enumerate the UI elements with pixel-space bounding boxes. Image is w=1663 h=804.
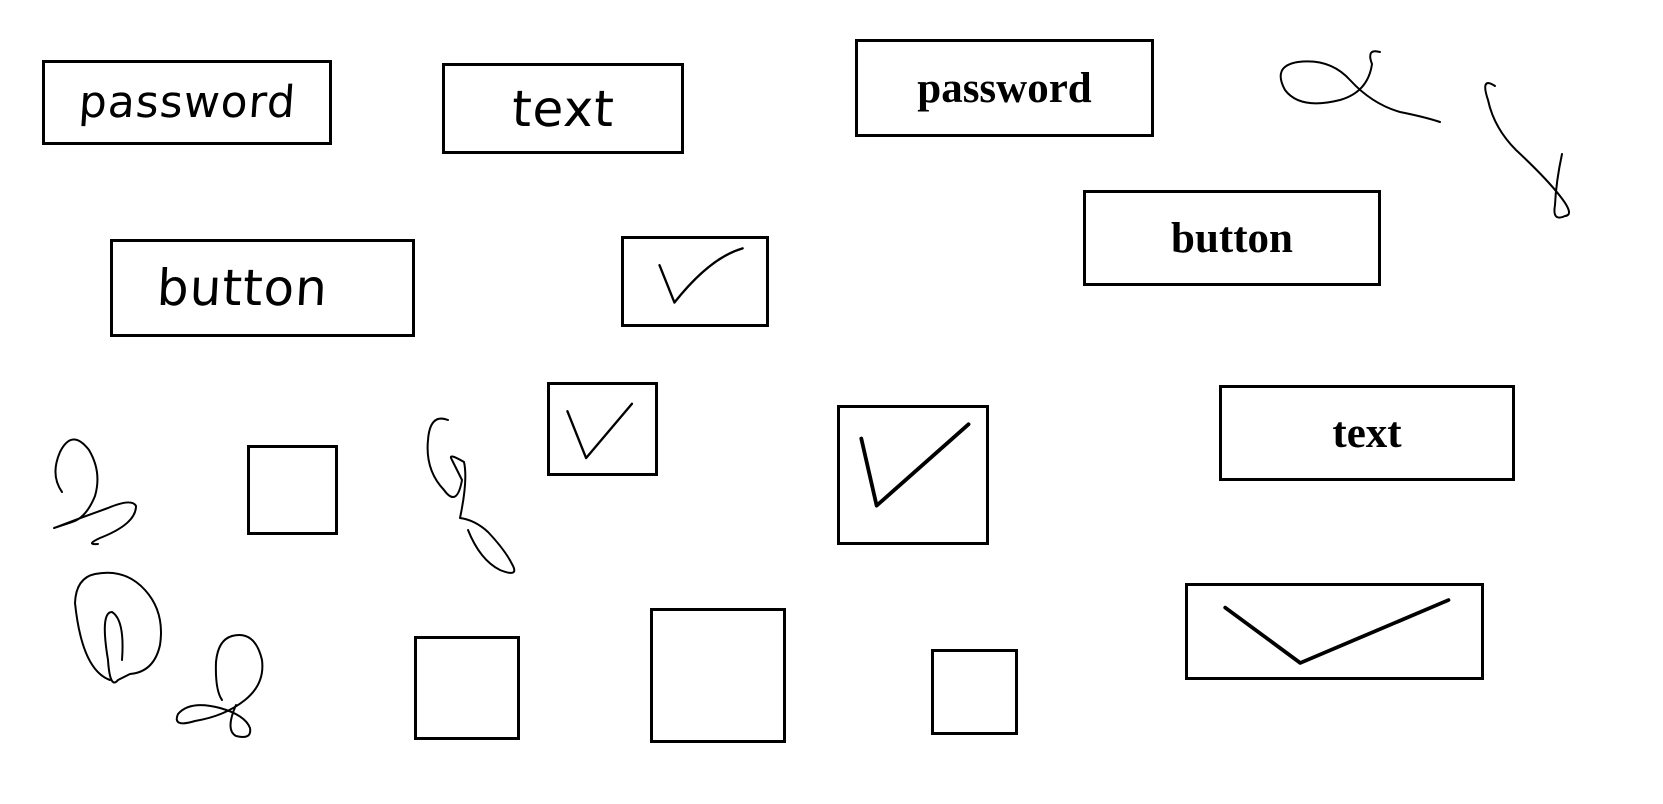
text-field-label: text [510, 79, 616, 138]
checkmark-icon [1223, 598, 1451, 665]
scribble-loop-icon [53, 438, 137, 546]
checkbox-checked-2[interactable] [547, 382, 658, 476]
checkbox-unchecked-1[interactable] [247, 445, 338, 535]
checkbox-unchecked-4[interactable] [931, 649, 1018, 735]
password-field-label: password [917, 64, 1092, 112]
button-label: button [155, 259, 330, 317]
scribble-curl-icon [1484, 82, 1570, 219]
button-handwritten[interactable]: button [110, 239, 415, 337]
text-field-handwritten[interactable]: text [442, 63, 684, 154]
checkbox-checked-1[interactable] [621, 236, 769, 327]
button-typed[interactable]: button [1083, 190, 1381, 286]
checkbox-unchecked-3[interactable] [650, 608, 786, 743]
text-field-typed[interactable]: text [1219, 385, 1515, 481]
password-field-handwritten[interactable]: password [42, 60, 332, 145]
checkmark-icon [658, 247, 744, 304]
password-field-label: password [76, 76, 298, 128]
scribble-knot-icon [175, 634, 264, 738]
button-label: button [1171, 214, 1293, 262]
checkmark-icon [566, 402, 634, 460]
scribble-swirl-icon [426, 417, 516, 574]
checkbox-checked-4[interactable] [1185, 583, 1484, 680]
checkmark-icon [859, 422, 971, 508]
scribble-hook-icon [74, 571, 162, 684]
password-field-typed[interactable]: password [855, 39, 1154, 137]
text-field-label: text [1332, 409, 1402, 457]
checkbox-unchecked-2[interactable] [414, 636, 520, 740]
checkbox-checked-3[interactable] [837, 405, 989, 545]
scribble-loop-icon [1279, 50, 1441, 123]
